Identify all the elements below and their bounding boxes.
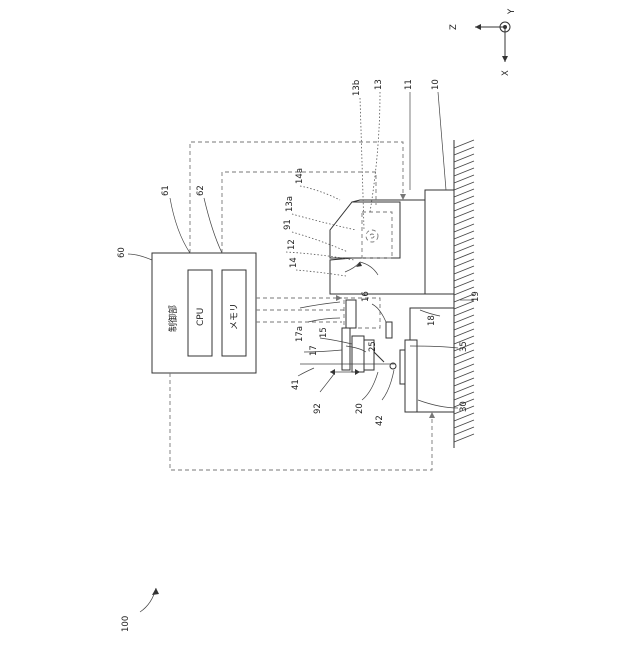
hatch-line (454, 329, 474, 337)
hatch-line (454, 259, 474, 267)
hatch-line (454, 154, 474, 162)
flange-16 (346, 300, 356, 328)
ref-91: 91 (283, 219, 293, 230)
hatch-line (454, 308, 474, 316)
hatch-line (454, 210, 474, 218)
system-label: 100 (121, 616, 131, 632)
ref-92: 92 (313, 403, 323, 414)
controller-ref-label: 60 (117, 247, 127, 258)
sensor-18 (386, 322, 392, 338)
hatch-line (454, 322, 474, 330)
hatch-line (454, 266, 474, 274)
signal-line-bottom (170, 373, 432, 470)
hatch-line (454, 315, 474, 323)
ref-13: 13 (374, 79, 384, 90)
ref-35: 35 (459, 341, 469, 352)
work-table-30 (405, 340, 417, 412)
hatch-line (454, 392, 474, 400)
cpu-label: CPU (196, 308, 206, 326)
ref-30: 30 (459, 401, 469, 412)
hatch-line (454, 140, 474, 148)
ref-10: 10 (431, 79, 441, 90)
robot-arm-upper (330, 202, 400, 258)
ref-19: 19 (471, 291, 481, 302)
ref-13b: 13b (352, 80, 362, 96)
ref-41: 41 (291, 379, 301, 390)
hatch-line (454, 378, 474, 386)
hatch-line (454, 273, 474, 281)
hatch-line (454, 189, 474, 197)
hatch-line (454, 364, 474, 372)
memory-label: メモリ (230, 303, 240, 330)
ref-18: 18 (427, 315, 437, 326)
cpu-ref-label: 61 (161, 185, 171, 196)
hatch-line (454, 357, 474, 365)
hatch-line (454, 182, 474, 190)
ref-13a: 13a (285, 196, 295, 212)
ref-17a: 17a (295, 326, 305, 342)
hatch-line (454, 224, 474, 232)
hatch-line (454, 420, 474, 428)
ref-14a: 14a (295, 168, 305, 184)
ref-25: 25 (368, 341, 378, 352)
robot-base-block (425, 190, 454, 294)
axis-labels: Z X Y (449, 8, 517, 76)
hatch-line (454, 252, 474, 260)
hatch-line (454, 161, 474, 169)
hatch-line (454, 385, 474, 393)
axis-z-label: Z (449, 24, 459, 30)
controller-title: 制御部 (167, 305, 179, 332)
hatch-line (454, 231, 474, 239)
workpiece-35 (400, 350, 405, 384)
hatch-line (454, 196, 474, 204)
hatch-line (454, 217, 474, 225)
ref-15: 15 (319, 327, 329, 338)
hatch-line (454, 434, 474, 442)
ref-14: 14 (289, 257, 299, 268)
nozzle-tip (374, 352, 384, 362)
hatch-line (454, 245, 474, 253)
memory-ref-label: 62 (196, 185, 206, 196)
hatch-line (454, 175, 474, 183)
hatch-line (454, 413, 474, 421)
ref-42: 42 (375, 415, 385, 426)
ref-12: 12 (287, 239, 297, 250)
ref-17: 17 (309, 345, 319, 356)
hatch-line (454, 238, 474, 246)
hatch-line (454, 147, 474, 155)
hatch-line (454, 168, 474, 176)
hatch-line (454, 371, 474, 379)
hatch-line (454, 280, 474, 288)
hatch-line (454, 203, 474, 211)
hatch-line (454, 427, 474, 435)
nozzle-body-15 (352, 336, 364, 372)
axis-y-label: Y (507, 8, 517, 15)
ref-16: 16 (361, 291, 371, 302)
axis-indicator (475, 22, 510, 62)
ref-20: 20 (355, 403, 365, 414)
axis-x-label: X (501, 70, 511, 76)
ref-11: 11 (404, 79, 414, 90)
